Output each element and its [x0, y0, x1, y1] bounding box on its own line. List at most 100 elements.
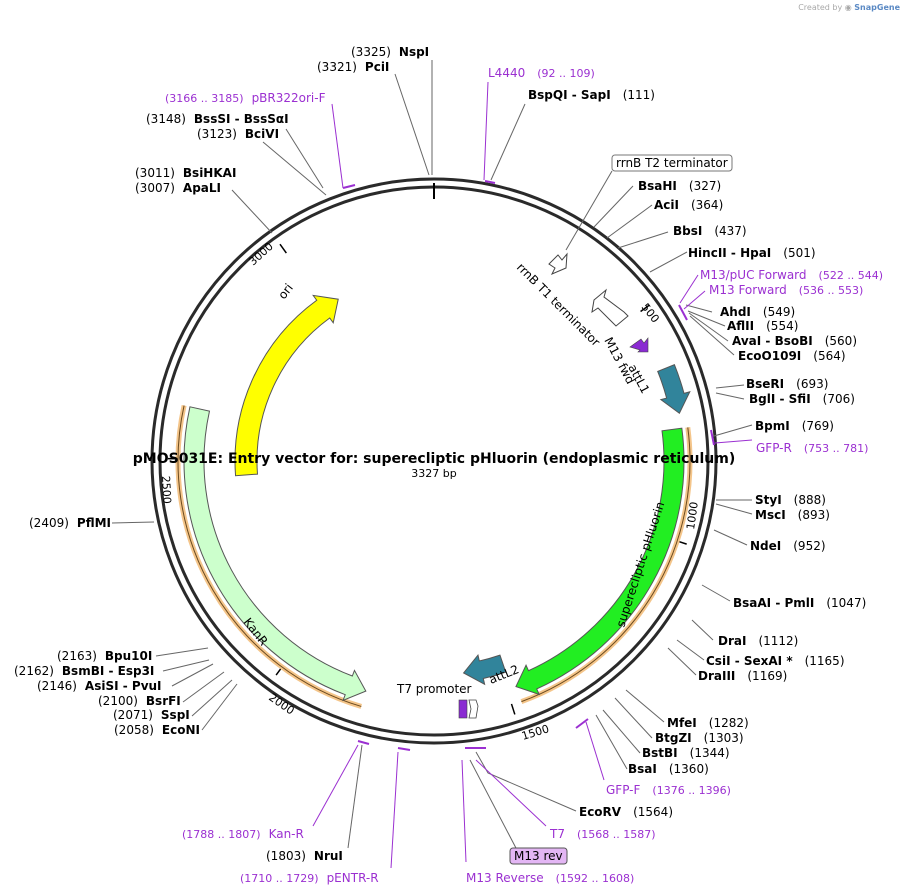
primer-name: T7 [549, 827, 565, 841]
svg-text:(3011)BsiHKAI: (3011)BsiHKAI [135, 166, 236, 180]
connector-btgzi [614, 697, 653, 739]
plasmid-title: pMOS031E: Entry vector for: supereclipti… [133, 451, 735, 467]
snapgene-logo-icon: ◉ [844, 3, 852, 12]
svg-text:AhdI(549): AhdI (549) [720, 305, 795, 319]
connector-m13rev [469, 759, 518, 851]
svg-text:(2162)BsmBI - Esp3I: (2162)BsmBI - Esp3I [14, 664, 154, 678]
connector-bseri [715, 384, 745, 389]
connector-bsrfi [182, 671, 225, 703]
enzyme-bpmi: BpmI(769) [755, 419, 834, 433]
enzyme-bcivi: (3123)BciVI [197, 127, 279, 141]
connector-sspi [191, 679, 233, 717]
primer-pos: (1592 .. 1608) [556, 872, 635, 885]
enzyme-pos: (1344) [690, 746, 730, 760]
connector-bpmi [713, 424, 753, 437]
svg-text:MscI(893): MscI(893) [755, 508, 830, 522]
primer-name: pBR322ori-F [252, 91, 326, 105]
connector-pcii [394, 73, 430, 176]
enzyme-bsaai: BsaAI - PmlI(1047) [733, 596, 866, 610]
svg-text:(2058)EcoNI: (2058)EcoNI [114, 723, 200, 737]
kanr-feature-arrow [183, 406, 367, 702]
connector-bsihkai [231, 189, 273, 234]
rrnB-T2-label: rrnB T2 terminator [616, 156, 728, 170]
enzyme-name: EcoNI [162, 723, 200, 737]
svg-text:BpmI(769): BpmI(769) [755, 419, 834, 433]
enzyme-name: DraI [718, 634, 746, 648]
credit-brand: SnapGene [854, 3, 900, 12]
enzyme-pos: (564) [813, 349, 845, 363]
primer-m13puc: M13/pUC Forward(522 .. 544) [700, 268, 883, 282]
tick-label-1000: 1000 [684, 501, 701, 531]
svg-text:CsiI - SexAI *(1165): CsiI - SexAI *(1165) [706, 654, 845, 668]
connector-m13reverse [461, 759, 467, 863]
enzyme-bseri: BseRI(693) [746, 377, 828, 391]
enzyme-pos: (1803) [266, 849, 306, 863]
svg-text:BtgZI(1303): BtgZI(1303) [655, 731, 744, 745]
svg-text:(3325)NspI: (3325)NspI [351, 45, 429, 59]
enzyme-pos: (2162) [14, 664, 54, 678]
tick-label-1500: 1500 [520, 722, 551, 743]
enzyme-pos: (3011) [135, 166, 175, 180]
enzyme-name: BstBI [642, 746, 678, 760]
enzyme-bsai: BsaI(1360) [628, 762, 709, 776]
connector-acii [606, 204, 653, 239]
connector-bsai [595, 714, 628, 770]
connector-rrnB-T2 [565, 170, 613, 251]
enzyme-mfei: MfeI(1282) [667, 716, 749, 730]
enzyme-pos: (2071) [113, 708, 153, 722]
enzyme-bsahi: BsaHI(327) [638, 179, 721, 193]
primer-l4440: L4440(92 .. 109) [488, 66, 595, 80]
svg-text:StyI(888): StyI(888) [755, 493, 826, 507]
enzyme-bstbi: BstBI (1344) [642, 746, 730, 760]
svg-text:(2409)PflMI: (2409)PflMI [29, 516, 111, 530]
primer-pos: (1376 .. 1396) [652, 784, 731, 797]
svg-text:(3007)ApaLI: (3007)ApaLI [135, 181, 221, 195]
primer-pos: (753 .. 781) [804, 442, 869, 455]
pbr322ori-site [342, 184, 356, 189]
svg-text:EcoRV(1564): EcoRV(1564) [579, 805, 673, 819]
enzyme-pos: (706) [823, 392, 855, 406]
svg-text:(3123)BciVI: (3123)BciVI [197, 127, 279, 141]
enzyme-bsrfi: (2100)BsrFI [98, 694, 181, 708]
connector-t7 [475, 759, 547, 827]
svg-text:BstBI(1344): BstBI (1344) [642, 746, 730, 760]
primer-name: Kan-R [269, 827, 304, 841]
connector-csii [676, 639, 705, 661]
enzyme-pos: (549) [763, 305, 795, 319]
primer-name: pENTR-R [327, 871, 379, 885]
primer-m13reverse: M13 Reverse(1592 .. 1608) [466, 871, 634, 885]
t7-primer-mark [458, 699, 468, 719]
primer-t7: T7(1568 .. 1587) [549, 827, 656, 841]
svg-text:HincII - HpaI(501): HincII - HpaI(501) [688, 246, 816, 260]
connector-nrui [347, 744, 363, 849]
connector-bpu10i [155, 647, 209, 657]
pentr-site [397, 747, 411, 751]
enzyme-sspi: (2071) SspI [113, 708, 190, 722]
enzyme-name: ApaLI [183, 181, 221, 195]
svg-text:GFP-F(1376 .. 1396): GFP-F(1376 .. 1396) [606, 783, 731, 797]
enzyme-pflmi: (2409)PflMI [29, 516, 111, 530]
connector-m13puc [679, 274, 699, 304]
attl2-feature-arrow [462, 653, 507, 686]
enzyme-bsihkai: (3011)BsiHKAI [135, 166, 236, 180]
enzyme-name: EcoRV [579, 805, 622, 819]
svg-text:AciI(364): AciI(364) [654, 198, 723, 212]
enzyme-name: BsaAI - PmlI [733, 596, 814, 610]
enzyme-nrui: (1803)NruI [266, 849, 343, 863]
connector-bgli [715, 392, 745, 400]
tick-1500 [510, 703, 516, 715]
svg-text:BbsI(437): BbsI(437) [673, 224, 747, 238]
gfpf-site [575, 718, 589, 729]
primer-pos: (522 .. 544) [819, 269, 884, 282]
primer-pbr322ori: (3166 .. 3185)pBR322ori-F [165, 91, 326, 105]
connector-bsmbi [162, 659, 210, 672]
primer-name: GFP-R [756, 441, 792, 455]
enzyme-name: AhdI [720, 305, 751, 319]
connector-ahdi [685, 304, 713, 313]
m13-rev-box: M13 rev [509, 847, 568, 865]
svg-text:BseRI(693): BseRI(693) [746, 377, 828, 391]
enzyme-bspqi: BspQI - SapI(111) [528, 88, 655, 102]
enzyme-name: BssSI - BssSαI [194, 112, 289, 126]
enzyme-name: SspI [161, 708, 190, 722]
enzyme-pos: (437) [714, 224, 746, 238]
